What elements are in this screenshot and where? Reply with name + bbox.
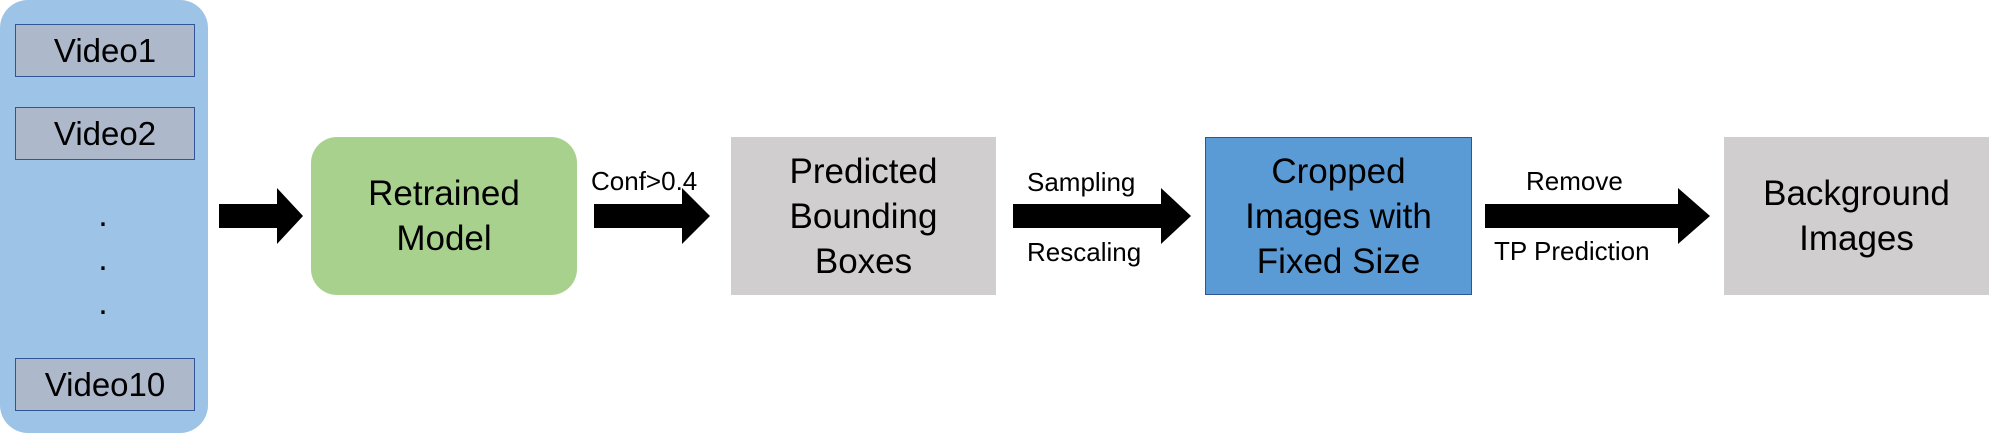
tp-prediction-label: TP Prediction — [1494, 236, 1650, 266]
rescaling-label: Rescaling — [1027, 237, 1142, 267]
ellipsis-dot: . — [98, 196, 108, 234]
video-box-video2: Video2 — [15, 107, 195, 160]
video-box-video1: Video1 — [15, 24, 195, 77]
ellipsis-dot: . — [98, 284, 108, 322]
cropped-images-block: Cropped Images with Fixed Size — [1205, 137, 1472, 295]
video-box-video10: Video10 — [15, 358, 195, 411]
arrow-right-icon — [1013, 188, 1191, 244]
ellipsis-dot: . — [98, 240, 108, 278]
retrained-model-block: Retrained Model — [311, 137, 577, 295]
arrow-right-icon — [594, 188, 710, 244]
arrow-right-icon — [219, 188, 303, 244]
predicted-bounding-boxes-block: Predicted Bounding Boxes — [731, 137, 996, 295]
sampling-label: Sampling — [1027, 167, 1136, 197]
arrow-right-icon — [1485, 188, 1710, 244]
background-images-block: Background Images — [1724, 137, 1989, 295]
remove-label: Remove — [1526, 166, 1623, 196]
conf-threshold-label: Conf>0.4 — [591, 166, 698, 196]
